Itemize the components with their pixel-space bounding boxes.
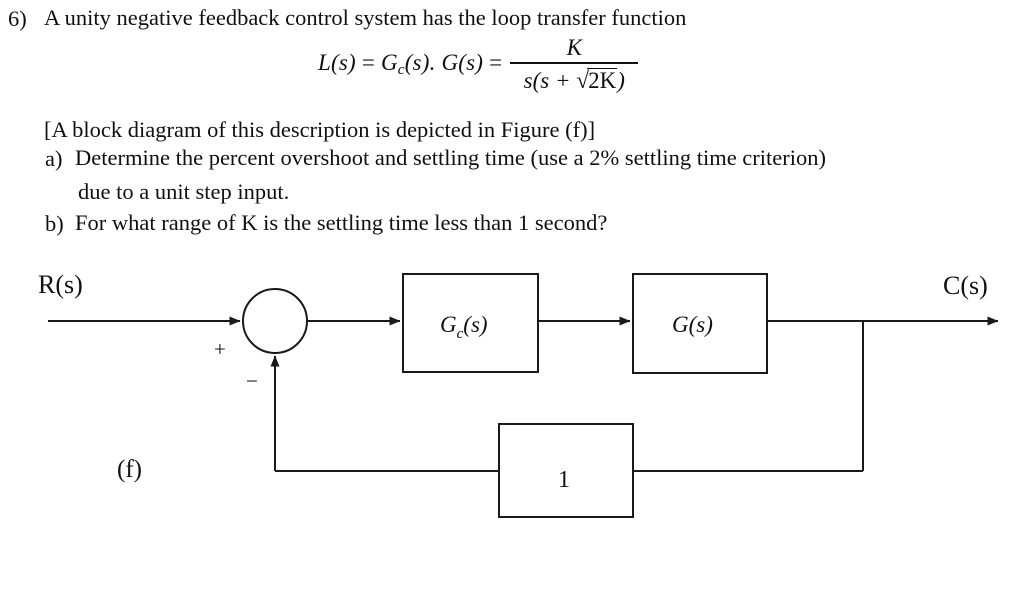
figure-note: [A block diagram of this description is … [44,117,596,142]
summing-junction [242,288,308,354]
plant-label-arg: (s) [689,312,713,337]
equation-Gc-arg: (s). [404,49,436,75]
output-signal-label: C(s) [943,271,988,300]
part-a-line-2: due to a unit step input. [78,179,290,204]
loop-transfer-function-equation: L(s) = Gc(s). G(s) = K s(s + √2K) [318,35,639,93]
sum-plus-sign: + [214,337,226,361]
part-b-marker: b) [45,211,64,236]
feedback-block-label: 1 [558,467,570,493]
controller-block [402,273,539,373]
fraction-numerator: K [566,35,582,60]
equation-L-arg: (s) [331,49,356,75]
equation-left-hand-side: L(s) = Gc(s). G(s) = [318,50,502,79]
controller-label-arg: (s) [463,312,487,337]
part-a-marker: a) [45,146,63,171]
fraction-denominator: s(s + √2K) [520,64,629,93]
controller-label-G: G [440,312,457,337]
square-root-icon: √2K [576,67,618,94]
sum-minus-sign: − [246,369,258,393]
denominator-suffix: ) [617,67,625,93]
part-a-line-1: Determine the percent overshoot and sett… [75,145,827,170]
radical-glyph: √ [576,67,590,94]
controller-block-label: Gc(s) [440,312,488,342]
feedback-block [498,423,634,518]
equation-equals-1: = [361,49,375,75]
equation-fraction: K s(s + √2K) [510,35,639,93]
denominator-prefix: s(s + [523,67,577,93]
fraction-bar [510,62,639,64]
figure-caption-label: (f) [117,456,142,483]
equation-Gc: G [380,49,398,75]
problem-stem: A unity negative feedback control system… [44,5,687,30]
radicand: 2K [587,67,618,93]
block-diagram-figure: R(s) C(s) + − (f) Gc(s) G(s) 1 [0,240,1024,616]
equation-Gc-subscript: c [397,61,405,79]
equation-L: L [318,49,331,75]
plant-block-label: G(s) [672,312,713,337]
controller-label-subscript: c [457,326,464,342]
equation-equals-2: = [489,49,503,75]
plant-block [632,273,768,374]
plant-label-G: G [672,312,689,337]
input-signal-label: R(s) [38,270,83,299]
problem-number: 6) [8,6,27,31]
equation-G-arg: (s) [458,49,484,75]
equation-G: G [441,49,459,75]
part-b-line-1: For what range of K is the settling time… [75,210,608,235]
